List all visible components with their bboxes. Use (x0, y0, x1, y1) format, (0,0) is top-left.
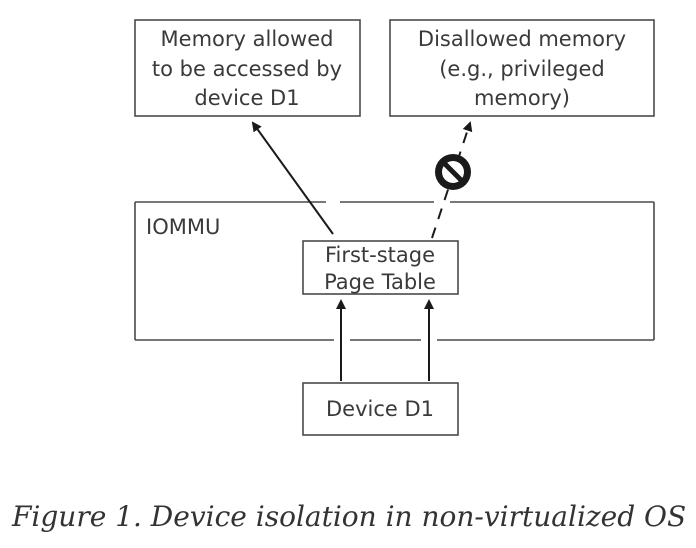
allowed-memory-line-2: to be accessed by (152, 57, 342, 81)
device-isolation-diagram: Memory allowed to be accessed by device … (134, 19, 655, 436)
device-label: Device D1 (326, 397, 434, 421)
figure-caption: Figure 1. Device isolation in non-virtua… (12, 500, 687, 533)
page-table-line-2: Page Table (324, 270, 436, 294)
iommu-box: IOMMU (134, 201, 655, 341)
no-entry-icon (435, 154, 471, 190)
allowed-memory-line-1: Memory allowed (161, 27, 334, 51)
device-box: Device D1 (302, 382, 459, 436)
disallowed-memory-line-1: Disallowed memory (418, 27, 626, 51)
disallowed-memory-line-2: (e.g., privileged (439, 57, 605, 81)
allowed-memory-box: Memory allowed to be accessed by device … (134, 19, 361, 117)
allowed-memory-line-3: device D1 (194, 86, 299, 110)
page-table-line-1: First-stage (325, 243, 435, 267)
iommu-label: IOMMU (146, 215, 220, 239)
page-table-box: First-stage Page Table (302, 240, 459, 295)
disallowed-memory-line-3: memory) (474, 86, 570, 110)
allowed-access-arrow (251, 121, 334, 235)
disallowed-memory-box: Disallowed memory (e.g., privileged memo… (389, 19, 655, 117)
